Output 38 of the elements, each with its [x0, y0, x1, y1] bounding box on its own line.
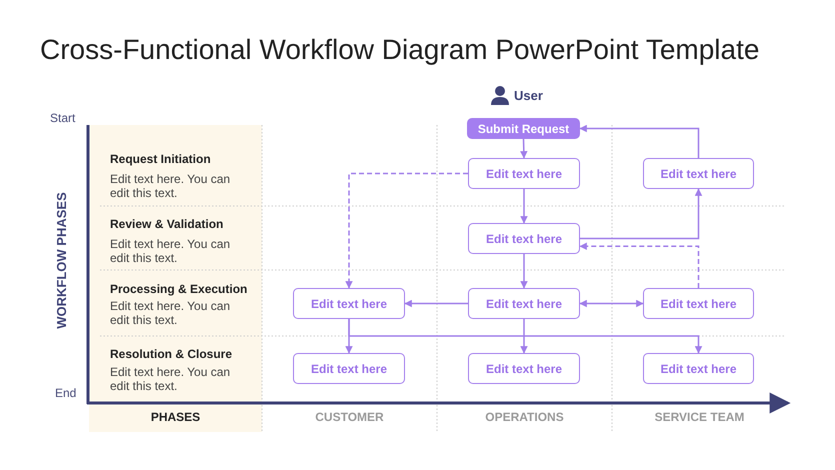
start-box: Submit Request [467, 118, 580, 139]
column-header: CUSTOMER [314, 410, 385, 424]
process-box: Edit text here [468, 223, 580, 254]
process-box: Edit text here [643, 158, 754, 189]
process-box: Edit text here [643, 353, 754, 384]
process-box: Edit text here [468, 158, 580, 189]
axis-title: WORKFLOW PHASES [54, 192, 68, 328]
phase-title: Resolution & Closure [110, 347, 232, 361]
process-box: Edit text here [293, 288, 405, 319]
arrow [580, 188, 702, 240]
title: Cross-Functional Workflow Diagram PowerPoint Template [40, 34, 760, 66]
arrow [579, 124, 700, 158]
phase-title: Review & Validation [110, 217, 224, 231]
column-header: PHASES [150, 410, 202, 424]
arrow [348, 319, 702, 354]
process-box: Edit text here [293, 353, 405, 384]
phase-description: Edit text here. You can edit this text. [110, 172, 232, 200]
process-box: Edit text here [468, 288, 580, 319]
axis-label: Start [50, 111, 76, 125]
arrow [579, 300, 644, 308]
arrow [345, 172, 468, 289]
phase-title: Processing & Execution [110, 282, 248, 296]
phase-description: Edit text here. You can edit this text. [110, 237, 232, 265]
phase-description: Edit text here. You can edit this text. [110, 365, 232, 393]
arrow [520, 138, 528, 159]
arrow [520, 319, 528, 354]
arrow [520, 254, 528, 289]
arrow [520, 189, 528, 224]
axis-label: End [55, 386, 76, 400]
column-header: SERVICE TEAM [654, 410, 746, 424]
process-box: Edit text here [468, 353, 580, 384]
phase-title: Request Initiation [110, 152, 211, 166]
arrow [404, 300, 468, 308]
arrow [579, 242, 700, 288]
process-box: Edit text here [643, 288, 754, 319]
column-header: OPERATIONS [484, 410, 565, 424]
phase-description: Edit text here. You can edit this text. [110, 299, 232, 327]
actor-label: User [514, 88, 543, 103]
